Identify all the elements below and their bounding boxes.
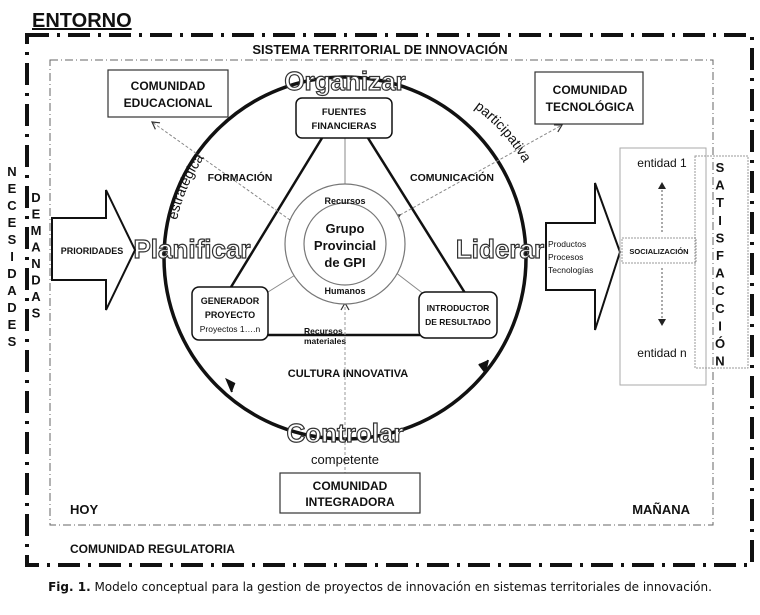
entorno-title: ENTORNO bbox=[32, 10, 132, 32]
competente-label: competente bbox=[311, 452, 379, 467]
vertical-letter: T bbox=[716, 195, 724, 210]
caption-label: Fig. 1. bbox=[48, 580, 91, 594]
vertical-letter: A bbox=[31, 240, 41, 255]
formacion-label: FORMACIÓN bbox=[208, 171, 273, 184]
gpi-label: de GPI bbox=[324, 255, 365, 270]
vertical-letter: A bbox=[31, 289, 41, 304]
vertical-letter: C bbox=[7, 198, 17, 213]
vertical-letter: S bbox=[8, 334, 17, 349]
svg-text:EDUCACIONAL: EDUCACIONAL bbox=[124, 96, 213, 110]
prioridades-label: PRIORIDADES bbox=[61, 246, 124, 256]
connector bbox=[394, 271, 426, 296]
figure-caption: Fig. 1. Modelo conceptual para la gestio… bbox=[0, 580, 760, 594]
vertical-letter: E bbox=[8, 181, 17, 196]
vertical-letter: M bbox=[31, 223, 42, 238]
gpi-circle bbox=[303, 202, 387, 286]
output-label: Procesos bbox=[548, 252, 583, 262]
participativa-label: participativa bbox=[472, 98, 535, 165]
svg-text:Proyectos 1….n: Proyectos 1….n bbox=[200, 324, 261, 334]
vertical-letter: C bbox=[715, 301, 725, 316]
gpi-label: Grupo bbox=[326, 221, 365, 236]
vertical-letter: A bbox=[715, 178, 725, 193]
vertical-letter: I bbox=[718, 318, 722, 333]
svg-text:FINANCIERAS: FINANCIERAS bbox=[312, 121, 377, 132]
vertical-letter: E bbox=[8, 215, 17, 230]
vertical-letter: F bbox=[716, 248, 724, 263]
vertical-letter: D bbox=[31, 190, 40, 205]
cycle-arrow-icon bbox=[225, 377, 236, 393]
vertical-letter: S bbox=[8, 232, 17, 247]
svg-text:TECNOLÓGICA: TECNOLÓGICA bbox=[546, 99, 635, 114]
vertical-letter: D bbox=[31, 273, 40, 288]
vertical-letter: N bbox=[7, 164, 16, 179]
generador-proyecto-box: GENERADOR PROYECTO Proyectos 1….n bbox=[191, 286, 269, 341]
comunicacion-label: COMUNICACIÓN bbox=[410, 171, 494, 184]
fuentes-financieras-box: FUENTES FINANCIERAS bbox=[295, 97, 393, 139]
output-arrow bbox=[545, 182, 622, 331]
vertical-letter: N bbox=[715, 354, 724, 369]
vertical-letter: I bbox=[718, 213, 722, 228]
verb-liderar: Liderar bbox=[456, 234, 544, 264]
recursos-label: Recursos bbox=[324, 196, 365, 206]
vertical-letter: S bbox=[716, 230, 725, 245]
comunidad-regulatoria-label: COMUNIDAD REGULATORIA bbox=[70, 542, 235, 556]
svg-text:DE RESULTADO: DE RESULTADO bbox=[425, 317, 491, 327]
introductor-resultado-box: INTRODUCTOR DE RESULTADO bbox=[418, 291, 498, 339]
svg-text:COMUNIDAD: COMUNIDAD bbox=[131, 79, 206, 93]
vertical-letter: A bbox=[715, 266, 725, 281]
svg-text:FUENTES: FUENTES bbox=[322, 107, 366, 118]
vertical-letter: S bbox=[32, 306, 41, 321]
system-border bbox=[49, 59, 714, 526]
vertical-letter: C bbox=[715, 283, 725, 298]
svg-text:COMUNIDAD: COMUNIDAD bbox=[313, 479, 388, 493]
output-label: Productos bbox=[548, 239, 586, 249]
svg-text:COMUNIDAD: COMUNIDAD bbox=[553, 83, 628, 97]
hoy-label: HOY bbox=[70, 502, 99, 517]
recursos-materiales-label: Recursos bbox=[304, 326, 343, 336]
socializacion-box bbox=[621, 237, 697, 264]
system-title: SISTEMA TERRITORIAL DE INNOVACIÓN bbox=[252, 42, 507, 57]
svg-text:INTEGRADORA: INTEGRADORA bbox=[305, 495, 395, 509]
svg-text:PROYECTO: PROYECTO bbox=[205, 310, 255, 320]
gpi-label: Provincial bbox=[314, 238, 376, 253]
recursos-materiales-label: materiales bbox=[304, 336, 346, 346]
vertical-letter: I bbox=[10, 249, 14, 264]
satisfaccion-box bbox=[694, 155, 749, 369]
comunidad-integradora-box: COMUNIDAD INTEGRADORA bbox=[279, 472, 421, 514]
vertical-letter: D bbox=[7, 300, 16, 315]
vertical-letter: E bbox=[32, 207, 41, 222]
vertical-letter: A bbox=[7, 283, 17, 298]
comunidad-tecnologica-box: COMUNIDAD TECNOLÓGICA bbox=[534, 71, 644, 125]
socializacion-label: SOCIALIZACIÓN bbox=[629, 247, 688, 256]
entidad-1-label: entidad 1 bbox=[637, 156, 687, 170]
svg-text:INTRODUCTOR: INTRODUCTOR bbox=[427, 303, 490, 313]
cycle-arrow-icon bbox=[478, 359, 489, 375]
vertical-letter: Ó bbox=[715, 336, 725, 351]
humanos-label: Humanos bbox=[324, 286, 365, 296]
verb-planificar: Planificar bbox=[133, 234, 250, 264]
cultura-innovativa-label: CULTURA INNOVATIVA bbox=[288, 368, 408, 380]
svg-text:GENERADOR: GENERADOR bbox=[201, 296, 260, 306]
vertical-letter: E bbox=[8, 317, 17, 332]
socializacion-column bbox=[619, 147, 707, 386]
entorno-border bbox=[25, 33, 754, 567]
comunidad-educacional-box: COMUNIDAD EDUCACIONAL bbox=[107, 69, 229, 118]
entidad-n-label: entidad n bbox=[637, 346, 686, 360]
output-label: Tecnologías bbox=[548, 265, 593, 275]
vertical-letter: N bbox=[31, 256, 40, 271]
verb-organizar: Organizar bbox=[284, 66, 405, 96]
formacion-arrow bbox=[151, 121, 299, 228]
comunicacion-arrow bbox=[391, 124, 564, 223]
vertical-letter: S bbox=[716, 160, 725, 175]
manana-label: MAÑANA bbox=[632, 502, 690, 517]
vertical-letter: D bbox=[7, 266, 16, 281]
prioridades-arrow bbox=[51, 189, 137, 311]
caption-text: Modelo conceptual para la gestion de pro… bbox=[90, 580, 712, 594]
verb-controlar: Controlar bbox=[287, 418, 404, 448]
